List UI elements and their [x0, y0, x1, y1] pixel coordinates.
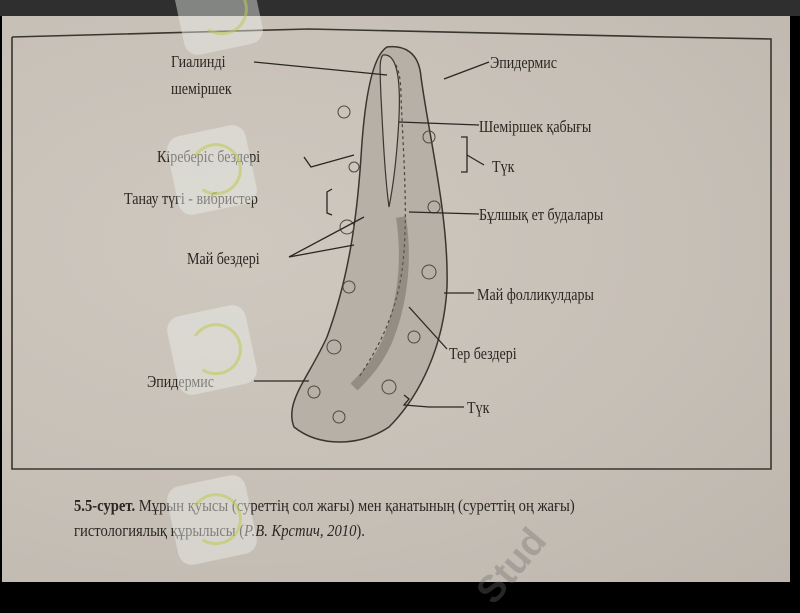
- label-sebaceous-glands: Май бездері: [187, 249, 260, 268]
- figure-caption: 5.5-сурет. Мұрын қуысы (суреттің сол жағ…: [74, 493, 659, 543]
- label-hair-bottom: Түк: [467, 398, 490, 417]
- label-muscle-bundles: Бұлшық ет будалары: [479, 205, 604, 224]
- watermark-logo-icon: [164, 122, 260, 218]
- label-hyaline-cartilage-2: шеміршек: [171, 79, 232, 98]
- histology-drawing: [11, 28, 772, 470]
- figure-frame: Гиалинді шеміршек Кіреберіс бездері Тана…: [9, 17, 772, 470]
- watermark-logo-icon: [164, 302, 260, 398]
- label-perichondrium: Шеміршек қабығы: [479, 117, 592, 136]
- label-hair-top: Түк: [492, 157, 515, 176]
- caption-number: 5.5-сурет.: [74, 496, 136, 515]
- caption-citation: Р.В. Крстич, 2010: [244, 521, 357, 540]
- label-hyaline-cartilage-1: Гиалинді: [171, 52, 226, 71]
- label-sebaceous-follicles: Май фолликулдары: [477, 285, 594, 304]
- book-page: Гиалинді шеміршек Кіреберіс бездері Тана…: [2, 16, 790, 582]
- watermark-logo-icon: [164, 472, 260, 568]
- caption-end: ).: [356, 521, 365, 540]
- top-bar: [0, 0, 800, 16]
- label-sweat-glands: Тер бездері: [449, 344, 517, 363]
- label-epidermis-right: Эпидермис: [490, 53, 558, 72]
